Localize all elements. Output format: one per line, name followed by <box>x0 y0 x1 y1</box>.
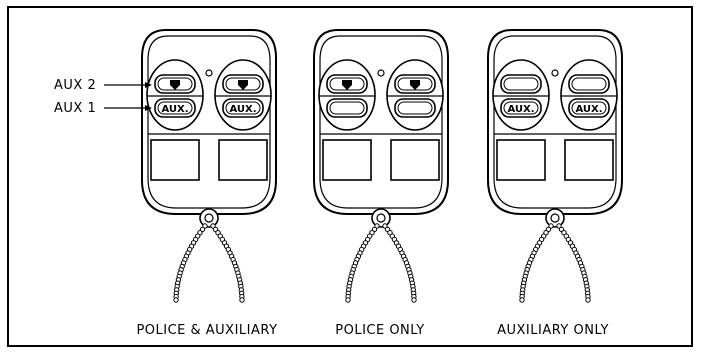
key-ring <box>199 208 219 228</box>
callout-aux2-label: AUX 2 <box>54 78 96 93</box>
chain-bead <box>239 297 245 303</box>
chain-bead <box>585 297 591 303</box>
bottom-button-inner <box>157 101 193 115</box>
led-indicator <box>551 69 559 77</box>
led-indicator <box>205 69 213 77</box>
bottom-button <box>568 98 610 118</box>
shield-icon <box>342 80 352 90</box>
remote-body-inner <box>493 35 617 209</box>
bottom-button-inner <box>329 101 365 115</box>
window-square <box>496 139 546 181</box>
chain-bead <box>345 297 351 303</box>
callout-aux2-arrow <box>145 82 152 88</box>
caption-auxiliary-only: AUXILIARY ONLY <box>497 323 609 338</box>
aux-button-label: AUX. <box>161 104 188 115</box>
remotes-layer: AUX. AUX. AUX. AUX. <box>141 29 623 303</box>
window-square <box>218 139 268 181</box>
remote-1: AUX. AUX. <box>141 29 277 303</box>
top-button-inner <box>571 77 607 91</box>
key-ring-hole <box>204 213 214 223</box>
window-square <box>390 139 440 181</box>
chain-bead <box>411 297 417 303</box>
callout-aux1-arrow <box>145 105 152 111</box>
shield-icon <box>410 80 420 90</box>
key-ring <box>545 208 565 228</box>
button-pod <box>214 59 272 131</box>
chain-bead <box>519 297 525 303</box>
bottom-button <box>222 98 264 118</box>
bottom-button <box>154 98 196 118</box>
bottom-button-inner <box>571 101 607 115</box>
button-pod <box>492 59 550 131</box>
remote-body-inner <box>319 35 443 209</box>
top-button <box>568 74 610 94</box>
caption-police-only: POLICE ONLY <box>335 323 425 338</box>
top-button <box>500 74 542 94</box>
window-square <box>564 139 614 181</box>
window-square <box>150 139 200 181</box>
key-ring-hole <box>550 213 560 223</box>
aux-button-label: AUX. <box>507 104 534 115</box>
remote-3: AUX. AUX. <box>487 29 623 303</box>
callout-aux1-label: AUX 1 <box>54 101 96 116</box>
bottom-button-inner <box>397 101 433 115</box>
remote-2 <box>313 29 449 303</box>
key-ring-hole <box>376 213 386 223</box>
aux-button-label: AUX. <box>229 104 256 115</box>
window-square <box>322 139 372 181</box>
aux-button-label: AUX. <box>575 104 602 115</box>
bottom-button <box>326 98 368 118</box>
led-indicator <box>377 69 385 77</box>
button-pod <box>386 59 444 131</box>
remote-body-inner <box>147 35 271 209</box>
top-button-inner <box>503 77 539 91</box>
chain-bead <box>173 297 179 303</box>
bottom-button <box>394 98 436 118</box>
button-pod <box>318 59 376 131</box>
bottom-button <box>500 98 542 118</box>
button-pod <box>560 59 618 131</box>
shield-icon <box>170 80 180 90</box>
shield-icon <box>238 80 248 90</box>
key-ring <box>371 208 391 228</box>
bottom-button-inner <box>225 101 261 115</box>
button-pod <box>146 59 204 131</box>
bottom-button-inner <box>503 101 539 115</box>
caption-police-auxiliary: POLICE & AUXILIARY <box>136 323 277 338</box>
